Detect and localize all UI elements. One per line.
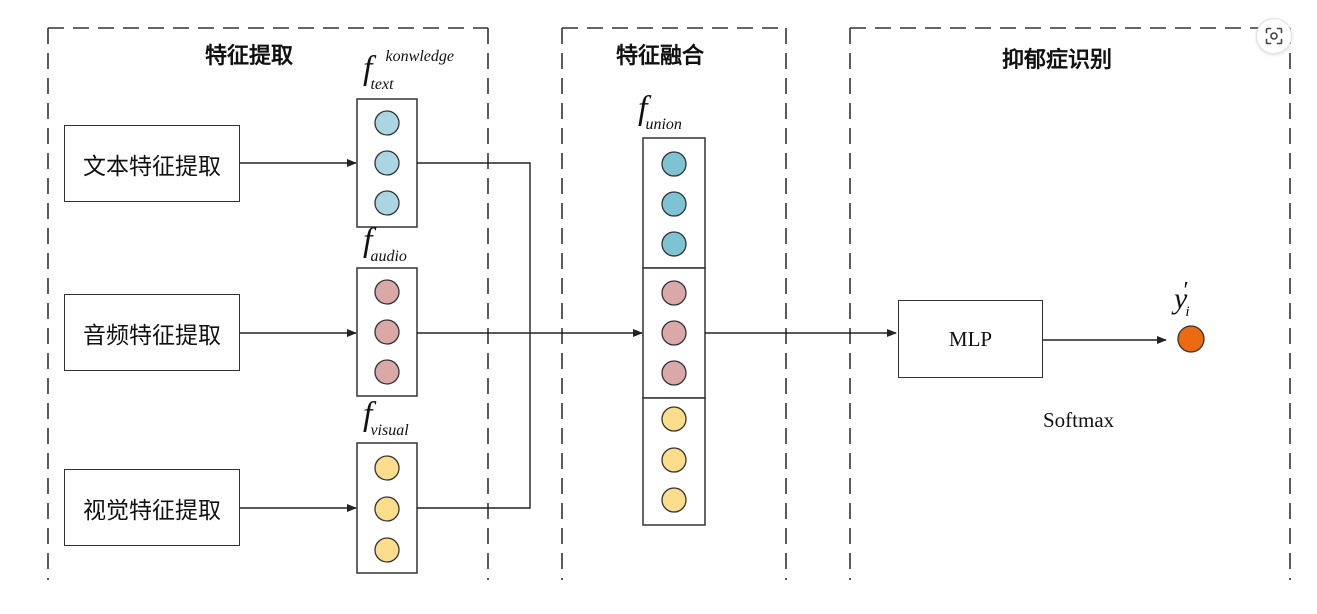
visual-vector-label: fvisual: [363, 396, 409, 439]
text-node: [374, 190, 400, 216]
text-to-fusion-line: [417, 162, 531, 333]
vector-superscript: konwledge: [385, 48, 454, 65]
union-text-node: [661, 231, 687, 257]
mlp-box: MLP: [898, 300, 1043, 378]
visual-nodes: [374, 455, 400, 563]
visual-node: [374, 496, 400, 522]
union-audio-node: [661, 280, 687, 306]
extraction-title: 特征提取: [205, 43, 294, 69]
audio-node: [374, 319, 400, 345]
visual-extraction-box: 视觉特征提取: [64, 469, 240, 546]
vector-symbol: f: [638, 90, 648, 127]
audio-extraction-box: 音频特征提取: [64, 294, 240, 371]
union-visual-node: [661, 487, 687, 513]
output-node: [1177, 325, 1205, 353]
output-symbol: y: [1174, 282, 1188, 315]
fusion-title: 特征融合: [616, 43, 705, 69]
text-node: [374, 110, 400, 136]
vector-subscript: visual: [370, 422, 409, 439]
output-label: yi′: [1174, 278, 1190, 320]
union-audio-node: [661, 360, 687, 386]
audio-node: [374, 279, 400, 305]
output-prime: ′: [1183, 278, 1189, 304]
union-audio-node: [661, 320, 687, 346]
union-vector-label: funion: [638, 90, 682, 133]
vector-subscript: text: [370, 76, 394, 93]
visual-to-fusion-line: [417, 333, 531, 509]
image-scan-button[interactable]: [1256, 18, 1292, 54]
visual-node: [374, 537, 400, 563]
output-subscript: i: [1185, 304, 1190, 320]
visual-node: [374, 455, 400, 481]
softmax-label: Softmax: [1043, 408, 1115, 432]
vector-symbol: f: [363, 396, 373, 433]
vector-symbol: f: [363, 50, 373, 87]
image-scan-icon: [1265, 27, 1283, 45]
connectors: [240, 159, 1167, 512]
recognition-panel: [849, 27, 1291, 580]
text-vector-label: ftext konwledge: [363, 48, 454, 93]
union-visual-node: [661, 447, 687, 473]
extraction-panel: [47, 27, 489, 580]
audio-nodes: [374, 279, 400, 385]
union-text-node: [661, 151, 687, 177]
audio-vector-label: faudio: [363, 222, 407, 265]
audio-node: [374, 359, 400, 385]
text-node: [374, 150, 400, 176]
union-nodes: [661, 151, 687, 513]
text-nodes: [374, 110, 400, 216]
vector-symbol: f: [363, 222, 373, 259]
vector-subscript: union: [645, 116, 682, 133]
text-extraction-box: 文本特征提取: [64, 125, 240, 202]
union-text-node: [661, 191, 687, 217]
fusion-panel: [561, 27, 787, 580]
union-visual-node: [661, 406, 687, 432]
vector-subscript: audio: [370, 248, 407, 265]
recognition-title: 抑郁症识别: [1002, 47, 1113, 73]
